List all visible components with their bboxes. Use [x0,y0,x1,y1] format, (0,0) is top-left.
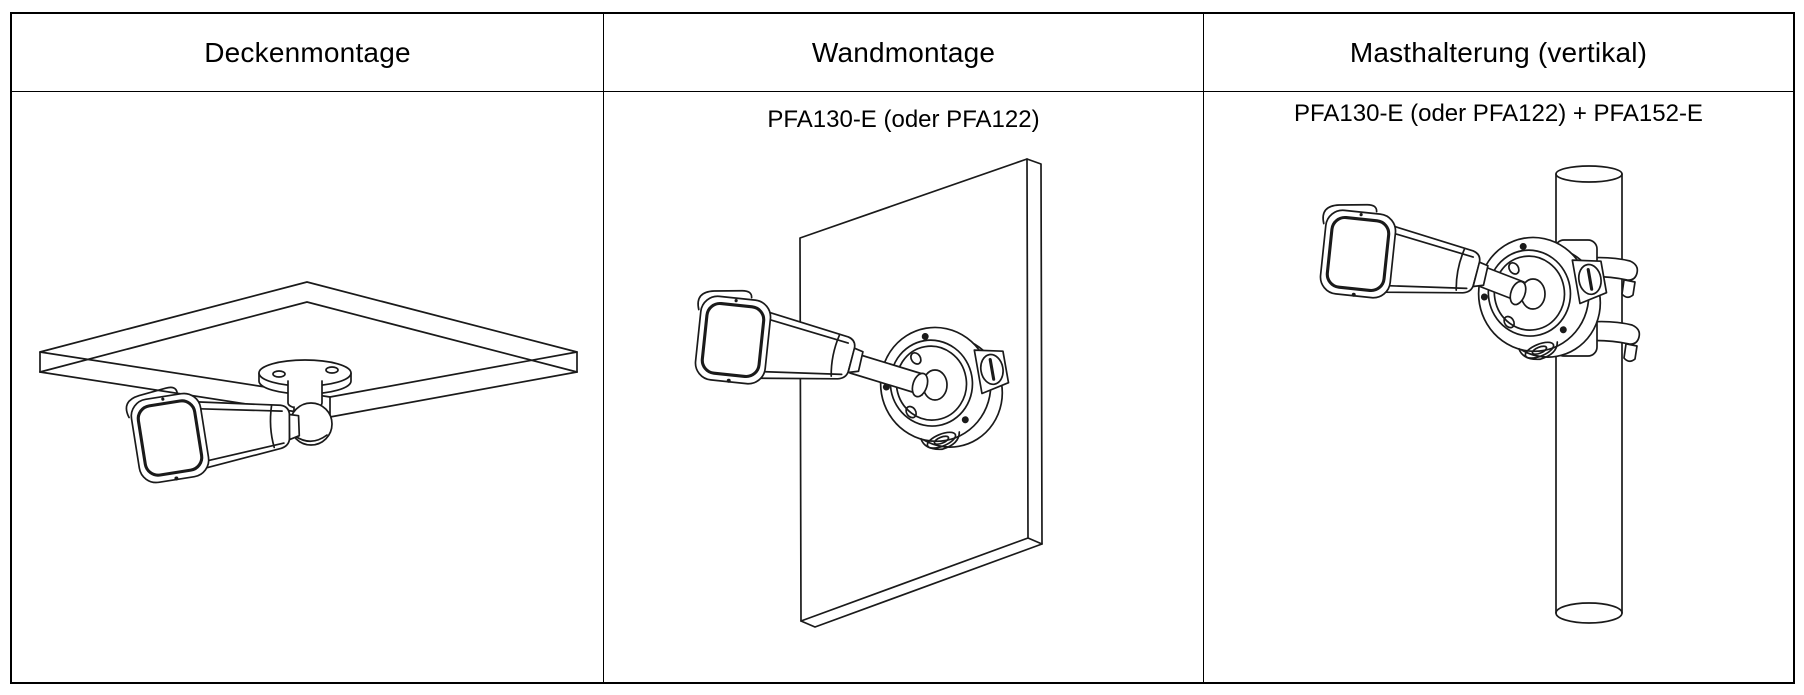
wall-mount-drawing [683,158,1043,628]
column-ceiling-mount: Deckenmontage [12,14,604,682]
column-pole-mount: Masthalterung (vertikal) PFA130-E (oder … [1204,14,1793,682]
mounting-options-table: Deckenmontage [10,12,1795,684]
accessory-label: PFA130-E (oder PFA122) + PFA152-E [1294,100,1703,127]
accessory-label: PFA130-E (oder PFA122) [767,106,1040,133]
ceiling-mount-cell [12,92,603,682]
column-wall-mount: Wandmontage PFA130-E (oder PFA122) [604,14,1204,682]
pole-mount-cell: PFA130-E (oder PFA122) + PFA152-E [1204,92,1793,682]
pole-mount-drawing [1308,165,1641,624]
wall-mount-cell: PFA130-E (oder PFA122) [604,92,1203,682]
column-header-ceiling: Deckenmontage [12,14,603,92]
column-header-pole: Masthalterung (vertikal) [1204,14,1793,92]
column-title: Wandmontage [811,36,996,68]
column-header-wall: Wandmontage [604,14,1203,92]
column-title: Masthalterung (vertikal) [1349,36,1648,68]
column-title: Deckenmontage [204,36,411,68]
ceiling-mount-drawing [39,281,578,489]
